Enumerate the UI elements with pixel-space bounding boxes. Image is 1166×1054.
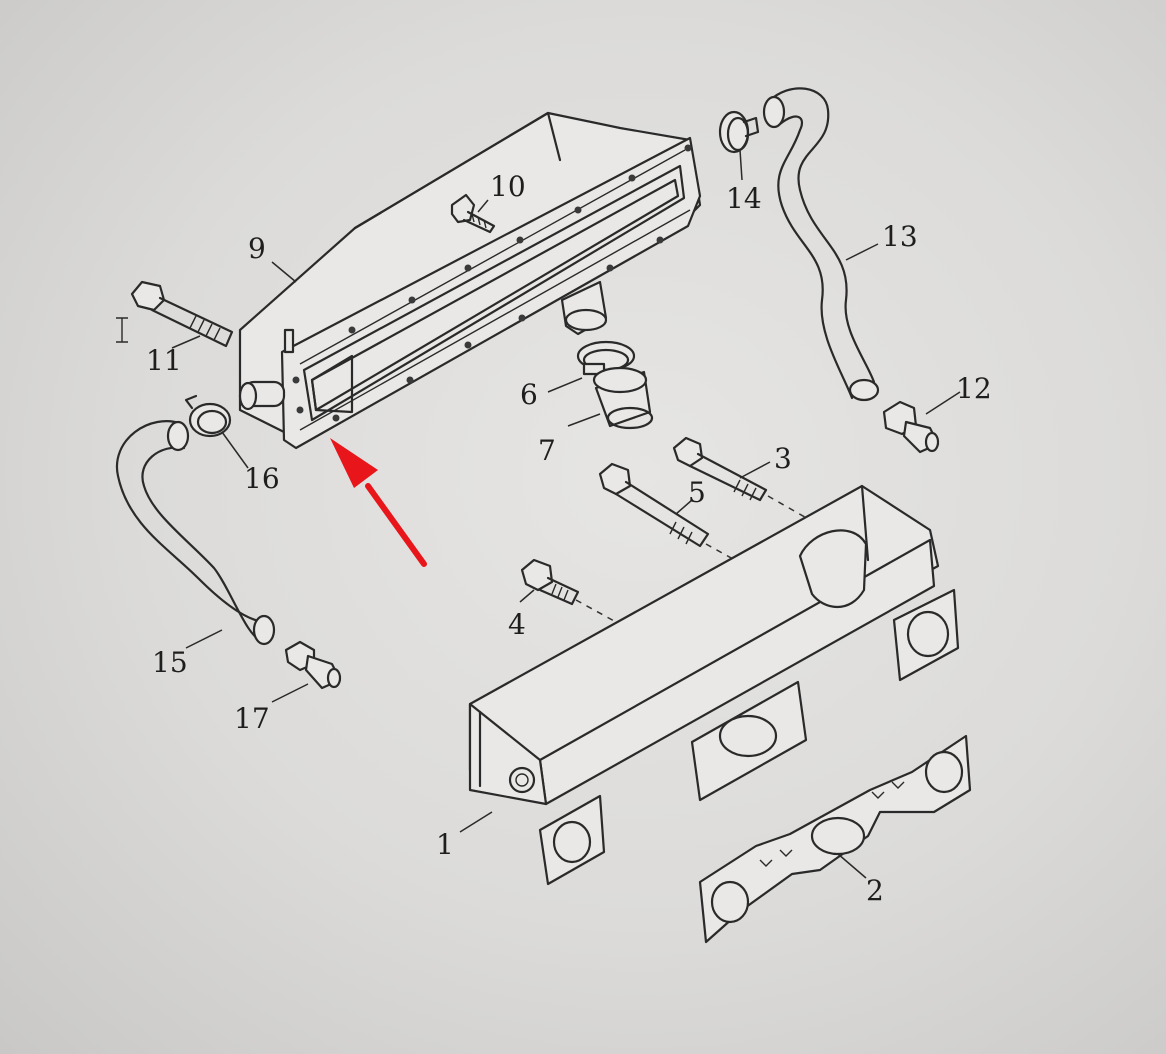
part-9-cooler-housing — [238, 111, 702, 450]
callout-11: 11 — [146, 344, 182, 377]
callout-2: 2 — [866, 874, 884, 907]
callout-6: 6 — [520, 378, 538, 411]
callout-10: 10 — [490, 170, 526, 203]
callout-16: 16 — [244, 462, 280, 495]
part-4-bolt — [520, 558, 580, 606]
part-16-clamp — [184, 394, 232, 438]
callout-9: 9 — [248, 232, 266, 265]
part-2-gasket — [698, 734, 972, 944]
text-cursor-icon — [116, 317, 128, 343]
bolt-3-axis — [767, 495, 811, 521]
part-6-hose-clamp — [576, 340, 636, 376]
callout-14: 14 — [726, 182, 762, 215]
red-pointer-arrow — [330, 438, 427, 567]
callout-15: 15 — [152, 646, 188, 679]
part-7-hose-sleeve — [592, 366, 654, 430]
callout-12: 12 — [956, 372, 992, 405]
part-10-bolt — [450, 193, 496, 234]
part-17-fitting — [284, 640, 342, 690]
part-11-long-bolt — [130, 280, 234, 348]
part-14-clamp — [718, 110, 760, 154]
callout-1: 1 — [436, 828, 454, 861]
callout-13: 13 — [882, 220, 918, 253]
callout-3: 3 — [774, 442, 792, 475]
bolt-4-axis — [575, 599, 617, 623]
part-15-lower-hose — [115, 420, 276, 646]
part-1-exhaust-manifold — [468, 484, 960, 886]
part-12-fitting — [882, 400, 940, 454]
callout-4: 4 — [508, 608, 526, 641]
part-5-bolt — [598, 462, 710, 548]
part-3-bolt — [672, 436, 768, 502]
leader-lines — [171, 149, 961, 879]
callout-17: 17 — [234, 702, 270, 735]
callout-7: 7 — [538, 434, 556, 467]
part-13-upper-hose — [762, 87, 880, 402]
callout-5: 5 — [688, 476, 706, 509]
